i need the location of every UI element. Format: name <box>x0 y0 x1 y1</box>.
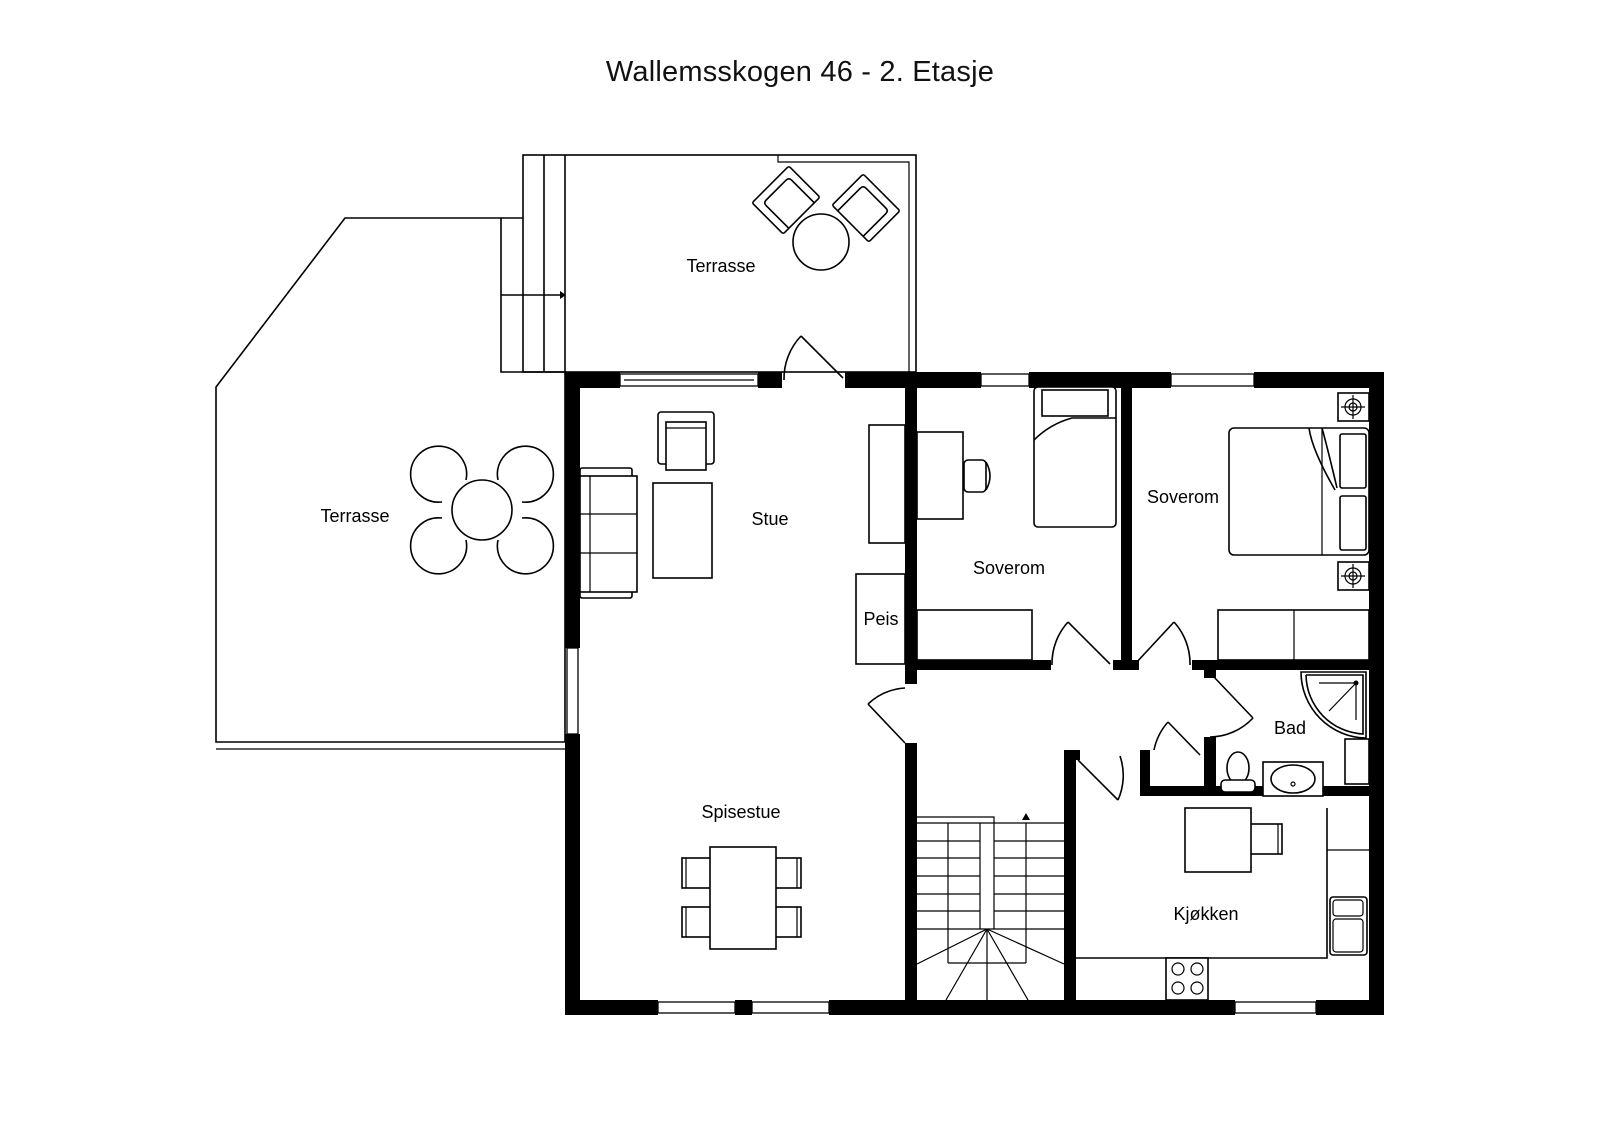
windows <box>566 373 1317 1014</box>
room-label-terrace-top: Terrasse <box>686 256 755 276</box>
patio-table-set <box>409 445 555 575</box>
patio-lounge-set <box>752 166 900 271</box>
terrace-left <box>215 217 566 750</box>
terrace-top <box>501 154 917 373</box>
doors <box>783 335 1254 801</box>
room-label-kitchen: Kjøkken <box>1173 904 1238 924</box>
bedroom-small-furniture <box>916 386 1117 661</box>
living-room-furniture <box>579 411 906 665</box>
room-label-bedroom-small: Soverom <box>973 558 1045 578</box>
dining-table-set <box>681 846 802 950</box>
room-label-bathroom: Bad <box>1274 718 1306 738</box>
room-label-dining-room: Spisestue <box>701 802 780 822</box>
floor-plan-title: Wallemsskogen 46 - 2. Etasje <box>605 56 995 88</box>
room-label-fireplace: Peis <box>863 609 898 629</box>
staircase <box>916 813 1065 1001</box>
room-label-living-room: Stue <box>751 509 788 529</box>
bedroom-large-furniture <box>1217 392 1370 661</box>
walls <box>565 372 1384 1015</box>
bathroom-fixtures <box>1220 671 1370 797</box>
room-label-bedroom-large: Soverom <box>1147 487 1219 507</box>
room-label-terrace-left: Terrasse <box>320 506 389 526</box>
kitchen-fixtures <box>1076 807 1369 1001</box>
